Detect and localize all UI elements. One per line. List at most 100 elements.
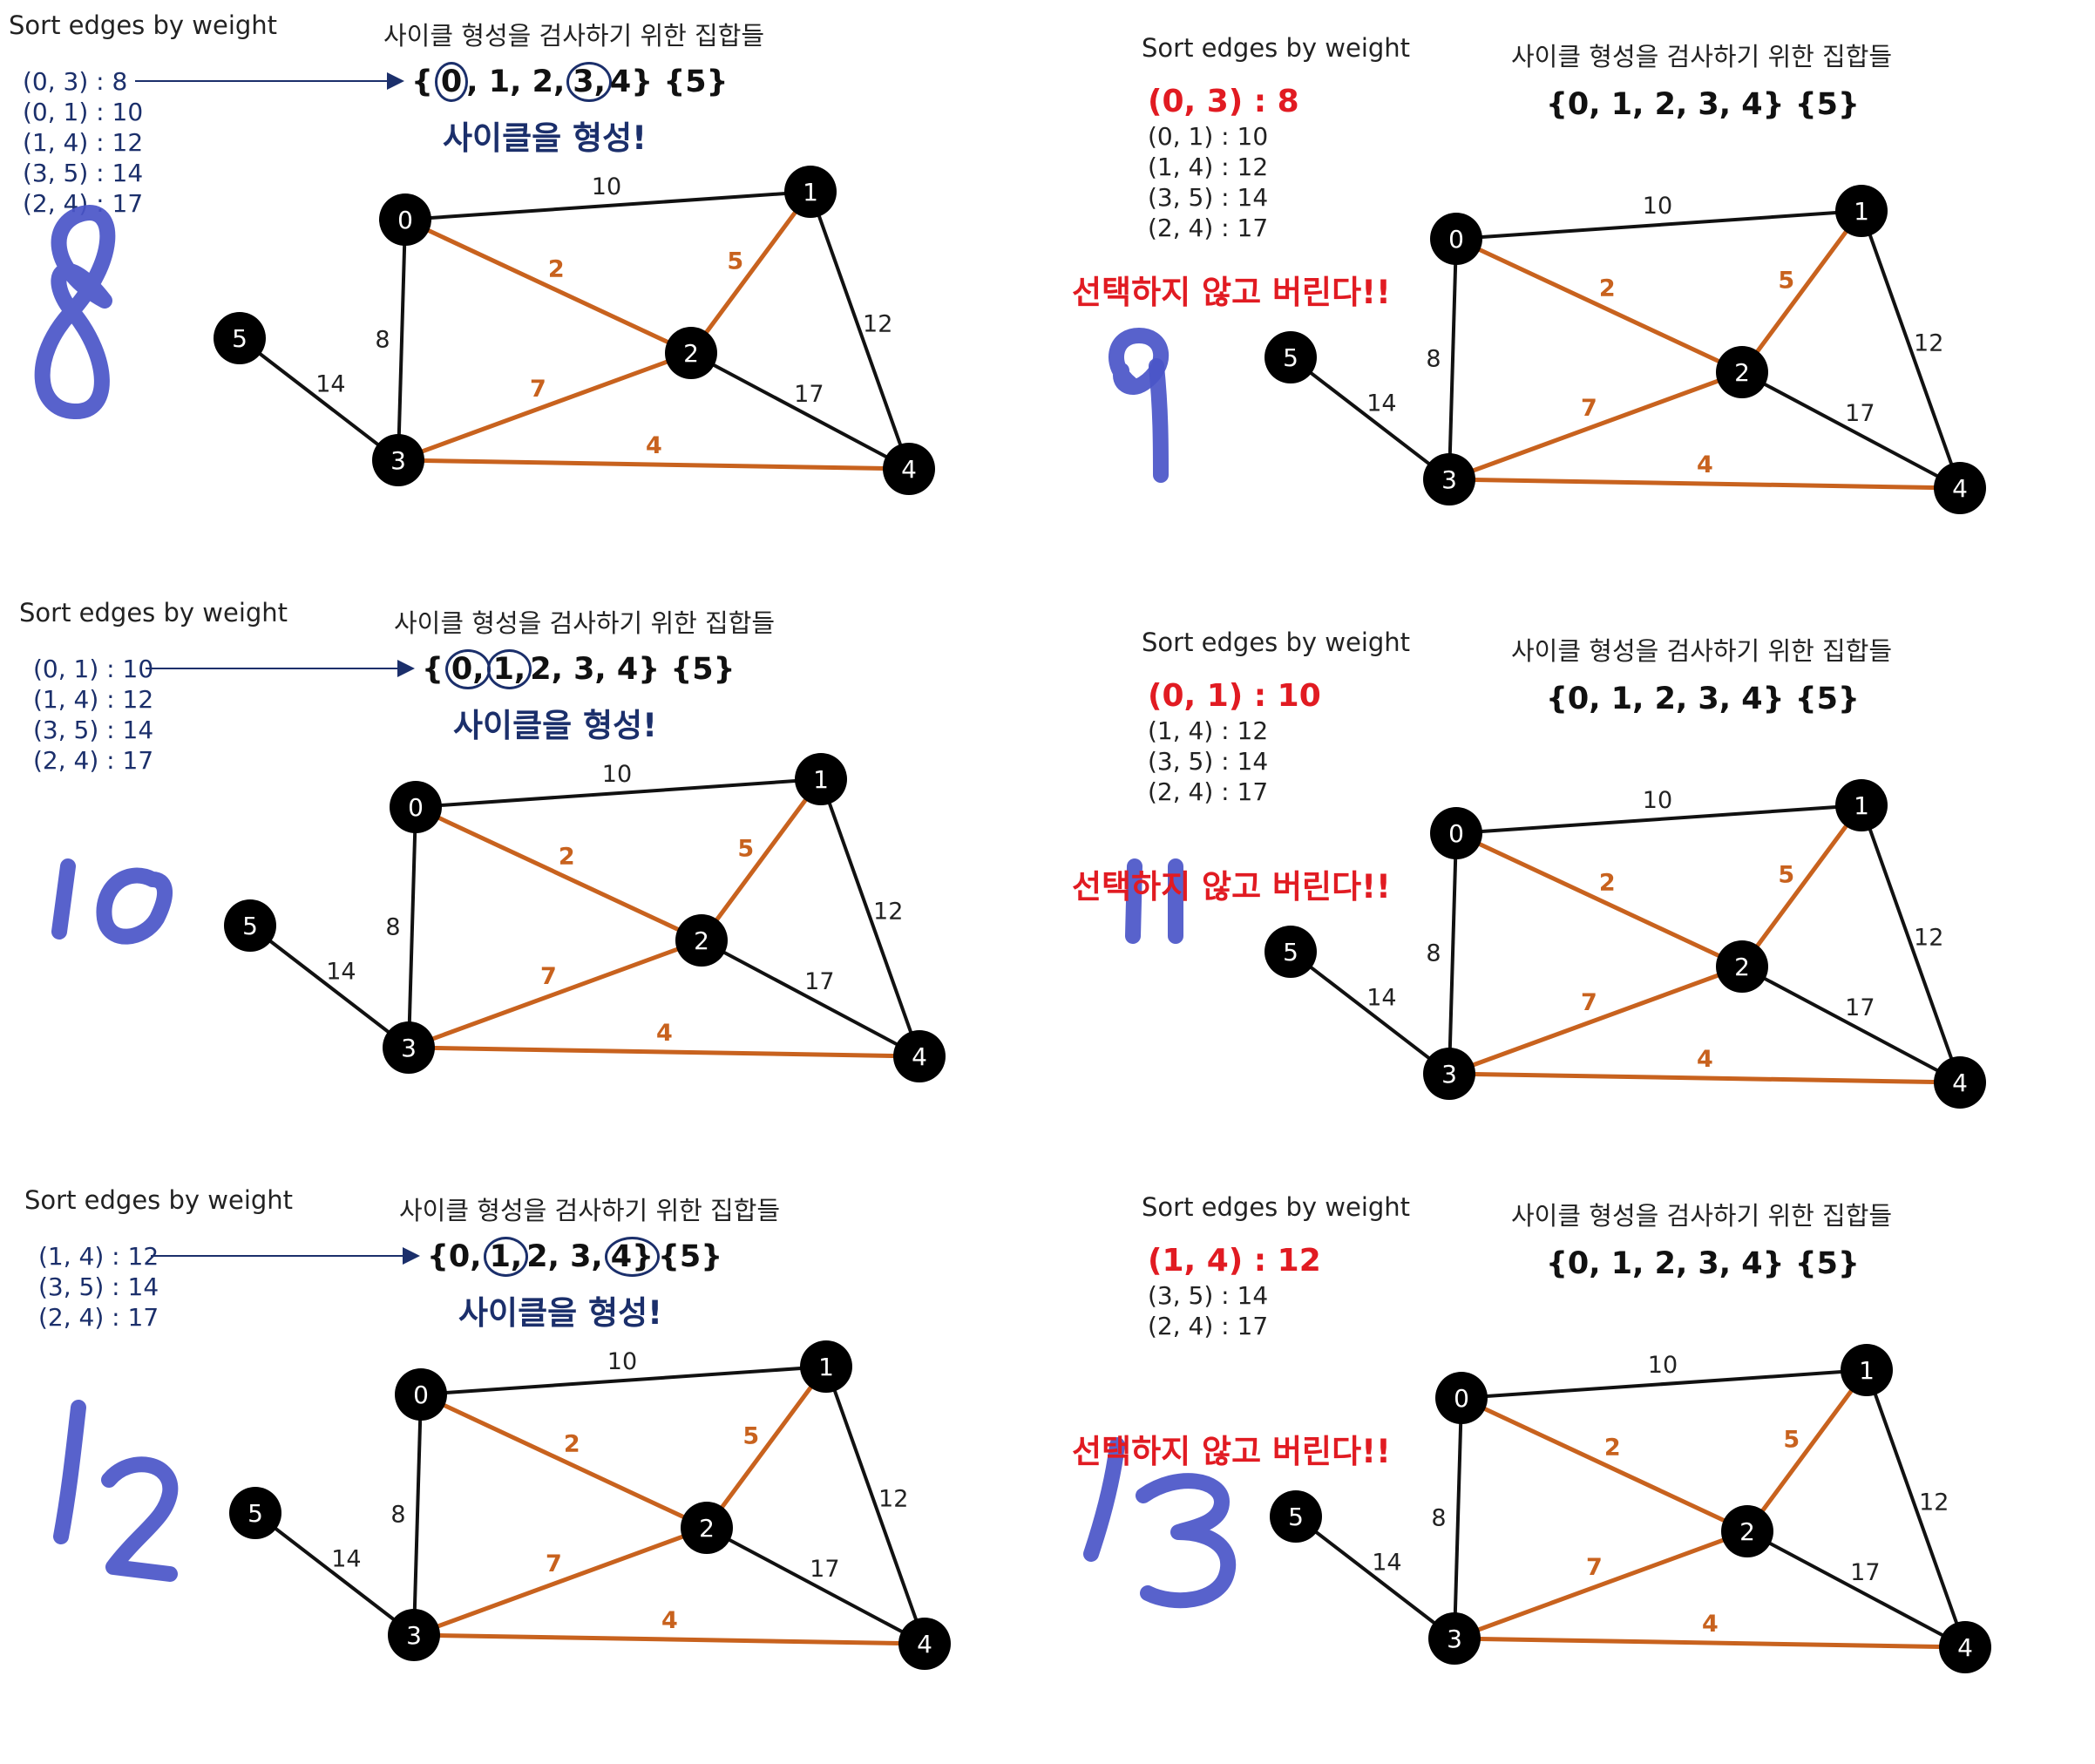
node-1: 1	[784, 166, 837, 218]
set-text: 2, 3, 4} {5}	[530, 652, 736, 687]
edge-weight-label: 12	[1919, 1489, 1949, 1516]
set-text: {0, 1, 2, 3, 4} {5}	[1546, 1246, 1860, 1281]
edge-list-item: (1, 4) : 12	[1148, 716, 1269, 745]
svg-text:3: 3	[1447, 1625, 1462, 1653]
edge-weight-label: 7	[530, 376, 546, 403]
edge-1-2	[699, 777, 824, 942]
edge-list-item: (2, 4) : 17	[33, 746, 154, 775]
edge-weight-label: 12	[863, 311, 892, 338]
edge-weight-label: 8	[390, 1501, 405, 1528]
svg-text:4: 4	[1952, 1069, 1968, 1097]
edge-1-4	[809, 191, 911, 470]
cycle-sets-title: 사이클 형성을 검사하기 위한 집합들	[1511, 42, 1893, 71]
result-message: 사이클을 형성!	[453, 707, 657, 744]
edge-0-1	[404, 190, 811, 221]
node-4: 4	[1934, 1056, 1986, 1109]
edge-3-4	[413, 1632, 925, 1646]
edge-0-3	[1448, 238, 1458, 480]
edge-0-3	[407, 806, 417, 1048]
edge-list: (1, 4) : 12(3, 5) : 14(2, 4) : 17	[38, 1241, 159, 1333]
node-5: 5	[214, 312, 266, 364]
edge-weight-label: 5	[1778, 861, 1794, 888]
set-text: 2, 3,	[526, 1239, 603, 1274]
edge-3-2	[1448, 964, 1743, 1076]
edge-5-3	[1289, 356, 1451, 481]
edge-list-item: (3, 5) : 14	[33, 716, 154, 744]
handwritten-number: 12	[53, 1400, 179, 1582]
edge-weight-label: 7	[546, 1550, 562, 1577]
node-2: 2	[675, 914, 728, 967]
edge-weight-label: 10	[607, 1348, 637, 1375]
edge-weight-label: 2	[564, 1431, 580, 1458]
edge-list-item: (1, 4) : 12	[33, 685, 154, 714]
edge-1-2	[704, 1365, 829, 1530]
edge-5-3	[1294, 1515, 1456, 1640]
svg-text:5: 5	[1283, 938, 1298, 967]
edge-list-item: (0, 1) : 10	[1148, 122, 1269, 151]
edge-weight-label: 7	[1581, 395, 1597, 422]
svg-text:4: 4	[912, 1042, 927, 1071]
edge-0-3	[1453, 1397, 1463, 1639]
handwritten-number: 11	[1125, 858, 1183, 944]
node-0: 0	[395, 1368, 447, 1421]
edge-3-4	[1454, 1636, 1966, 1650]
edge-weight-label: 5	[742, 1422, 759, 1449]
svg-text:4: 4	[1952, 474, 1968, 503]
edge-weight-label: 14	[331, 1546, 361, 1573]
result-message: 선택하지 않고 버린다!!	[1072, 868, 1391, 906]
circled-set-element: 1,	[483, 1237, 529, 1277]
svg-text:5: 5	[247, 1499, 263, 1528]
svg-text:2: 2	[699, 1514, 715, 1543]
edge-2-4	[690, 351, 910, 471]
node-2: 2	[1716, 940, 1768, 993]
edge-1-2	[1745, 1368, 1869, 1533]
sort-title: Sort edges by weight	[19, 598, 288, 628]
edge-list-item: (0, 3) : 8	[1148, 84, 1299, 119]
svg-text:2: 2	[1734, 358, 1750, 387]
edge-weight-label: 8	[1426, 345, 1441, 372]
edge-weight-label: 4	[1697, 451, 1713, 478]
svg-text:0: 0	[408, 793, 424, 822]
node-1: 1	[1841, 1344, 1893, 1396]
edge-0-1	[420, 1365, 827, 1396]
cycle-sets: {0, 1, 2,3,4} {5}	[411, 62, 732, 102]
svg-text:3: 3	[1441, 465, 1457, 494]
circled-set-element: 4}	[604, 1237, 660, 1277]
cycle-sets-title: 사이클 형성을 검사하기 위한 집합들	[383, 21, 765, 51]
edge-3-2	[408, 938, 702, 1050]
edge-weight-label: 10	[602, 761, 632, 788]
edge-1-2	[1739, 804, 1864, 968]
node-2: 2	[1716, 346, 1768, 398]
edge-2-4	[1746, 1530, 1966, 1649]
handwritten-number: 9	[1109, 328, 1170, 483]
edge-3-4	[397, 458, 910, 472]
cycle-sets-title: 사이클 형성을 검사하기 위한 집합들	[399, 1196, 781, 1225]
result-message: 선택하지 않고 버린다!!	[1072, 274, 1391, 311]
node-3: 3	[372, 434, 424, 486]
edge-weight-label: 12	[878, 1486, 908, 1513]
svg-text:2: 2	[694, 926, 709, 955]
edge-2-4	[706, 1526, 925, 1645]
edge-0-2	[1454, 831, 1744, 969]
edge-list: (1, 4) : 12(3, 5) : 14(2, 4) : 17	[1148, 1242, 1321, 1341]
edge-5-3	[248, 924, 410, 1049]
node-0: 0	[390, 781, 442, 833]
circled-set-element: 1,	[486, 649, 532, 689]
edge-list-item: (0, 3) : 8	[23, 67, 128, 96]
edge-list-item: (0, 1) : 10	[23, 98, 144, 126]
edge-weight-label: 2	[1599, 275, 1616, 302]
edge-2-4	[1741, 370, 1961, 490]
edge-list: (0, 3) : 8(0, 1) : 10(1, 4) : 12(3, 5) :…	[23, 66, 143, 219]
node-1: 1	[1835, 779, 1888, 831]
edge-weight-label: 4	[656, 1020, 673, 1047]
set-text: {0,	[427, 1239, 482, 1274]
edge-0-1	[415, 777, 822, 809]
svg-text:5: 5	[1283, 343, 1298, 372]
svg-text:1: 1	[1859, 1356, 1875, 1385]
